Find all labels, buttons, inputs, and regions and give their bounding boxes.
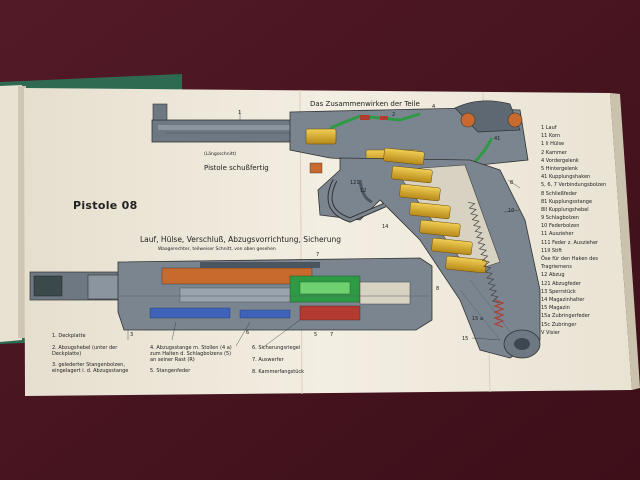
legend-item: 10 Federbolzen [541, 223, 580, 230]
legend-item: Tragriemens [541, 264, 572, 271]
callout-label: 12 [360, 188, 367, 194]
callout-label: 2 [392, 112, 396, 118]
callout-label: 4 [432, 104, 436, 110]
legend-item: 15 Magazin [541, 305, 570, 312]
bottom-legend-item: 7. Auswerfer [252, 356, 284, 363]
callout-label: 14 [382, 224, 389, 230]
bottom-legend-item: 6. Sicherungsriegel [252, 345, 301, 351]
pistol-top-view [29, 257, 433, 349]
legend-item: 41 Kupplungshaken [541, 174, 591, 181]
bottom-legend-right: 6. Sicherungsriegel 7. Auswerfer 8. Kamm… [252, 345, 305, 381]
pistol-name: Pistole 08 [73, 199, 138, 212]
legend-item: 8 Schließfeder [541, 190, 578, 197]
bottom-legend-item: 3. gelederter Stangenbolzen, eingelagert… [52, 362, 129, 374]
legend-item: 12 Abzug [541, 272, 565, 279]
callout-label: 7 [316, 252, 320, 258]
ready-to-fire-label: Pistole schußfertig [204, 164, 269, 172]
diagram-title: Das Zusammenwirken der Teile [310, 100, 420, 108]
bottom-legend-item: 8. Kammerfangstück [252, 368, 305, 375]
legend-item: 11II Stift [541, 247, 563, 254]
section-title: Lauf, Hülse, Verschluß, Abzugsvorrichtun… [140, 235, 341, 244]
bottom-legend-item: 2. Abzugshebel (unter der Deckplatte) [52, 344, 118, 357]
legend-item: 5, 6, 7 Verbindungsbolzen [541, 182, 607, 189]
callout-label: 7 [330, 332, 334, 338]
callout-label: 8 [510, 180, 514, 186]
callout-label: 5 [314, 332, 318, 338]
callout-label: 1 [238, 110, 242, 116]
legend-item: 81 Kupplungsstange [541, 198, 593, 205]
parts-legend: 1 Lauf 11 Korn 1 li Hülse 2 Kammer 4 Vor… [541, 125, 621, 338]
bottom-legend-left: 1. Deckplatte 2. Abzugshebel (unter der … [52, 333, 129, 381]
legend-item: 15c Zubringer [541, 321, 577, 328]
legend-item: 2 Kammer [541, 149, 567, 156]
bottom-legend-item: 5. Stangenfeder [150, 368, 191, 375]
legend-item: 13 Sperrstück [541, 288, 576, 295]
longitudinal-section-label: (Längsschnitt) [204, 152, 237, 157]
callout-label: 3 [130, 332, 134, 338]
legend-item: Öse für den Haken des [541, 256, 599, 262]
legend-item: 5 Hintergelenk [541, 165, 578, 172]
callout-label: 121 [350, 180, 360, 186]
callout-label: 8 [436, 286, 440, 292]
legend-item: 14 Magazinhalter [541, 296, 585, 303]
callout-label: 15 [462, 336, 469, 342]
legend-item: 15a Zubringerfeder [541, 313, 590, 320]
legend-item: V Visier [541, 329, 560, 336]
legend-item: 11 Auszieher [541, 231, 574, 238]
callout-label: 10 [508, 208, 515, 214]
legend-item: 1 li Hülse [541, 141, 565, 148]
legend-item: 121 Abzugfeder [541, 280, 581, 287]
bottom-legend-item: 4. Abzugsstange m. Stollen (4 a) zum Hal… [150, 345, 232, 363]
legend-item: 8II Kupplungshebel [541, 206, 589, 213]
legend-item: 11 Korn [541, 133, 561, 140]
legend-item: 9 Schlagbolzen [541, 215, 579, 222]
magazine-cartridges [383, 147, 487, 274]
section-subtitle: Waagerechter, teilweiser Schnitt, von ob… [158, 247, 276, 252]
legend-item: 4 Vordergelenk [541, 157, 579, 164]
legend-item: 111 Feder z. Auszieher [541, 239, 599, 246]
legend-item: 1 Lauf [541, 125, 557, 131]
callout-label: 15 a [472, 316, 484, 322]
pistol-side-view [151, 100, 541, 359]
callout-label: 41 [494, 136, 501, 142]
bottom-legend-mid: 4. Abzugsstange m. Stollen (4 a) zum Hal… [150, 345, 232, 381]
bottom-legend-item: 1. Deckplatte [52, 333, 86, 339]
callout-label: 6 [246, 330, 250, 336]
